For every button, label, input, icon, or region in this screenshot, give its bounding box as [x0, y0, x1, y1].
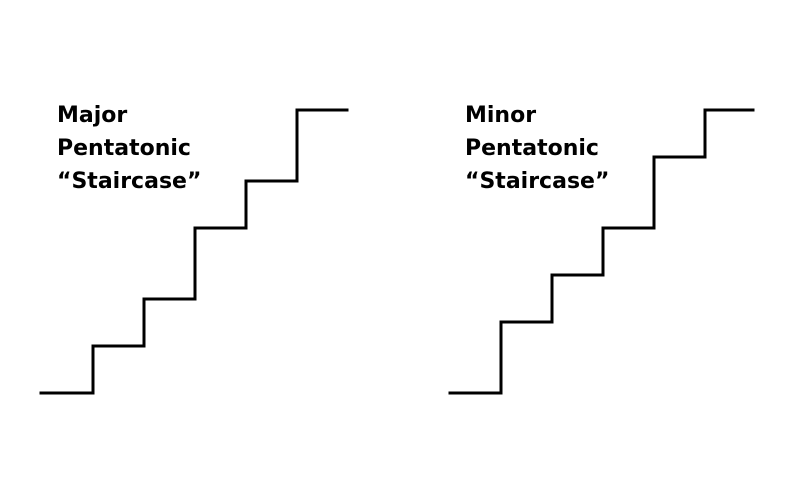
major-title-line-3: “Staircase” — [57, 169, 202, 194]
major-pentatonic-title: Major Pentatonic “Staircase” — [57, 99, 201, 198]
minor-pentatonic-title: Minor Pentatonic “Staircase” — [465, 99, 609, 198]
minor-pentatonic-staircase — [448, 108, 755, 395]
major-title-line-1: Major — [57, 103, 128, 128]
minor-title-line-2: Pentatonic — [465, 136, 599, 161]
minor-title-line-1: Minor — [465, 103, 537, 128]
major-title-line-2: Pentatonic — [57, 136, 191, 161]
major-pentatonic-staircase — [39, 108, 349, 395]
minor-title-line-3: “Staircase” — [465, 169, 610, 194]
